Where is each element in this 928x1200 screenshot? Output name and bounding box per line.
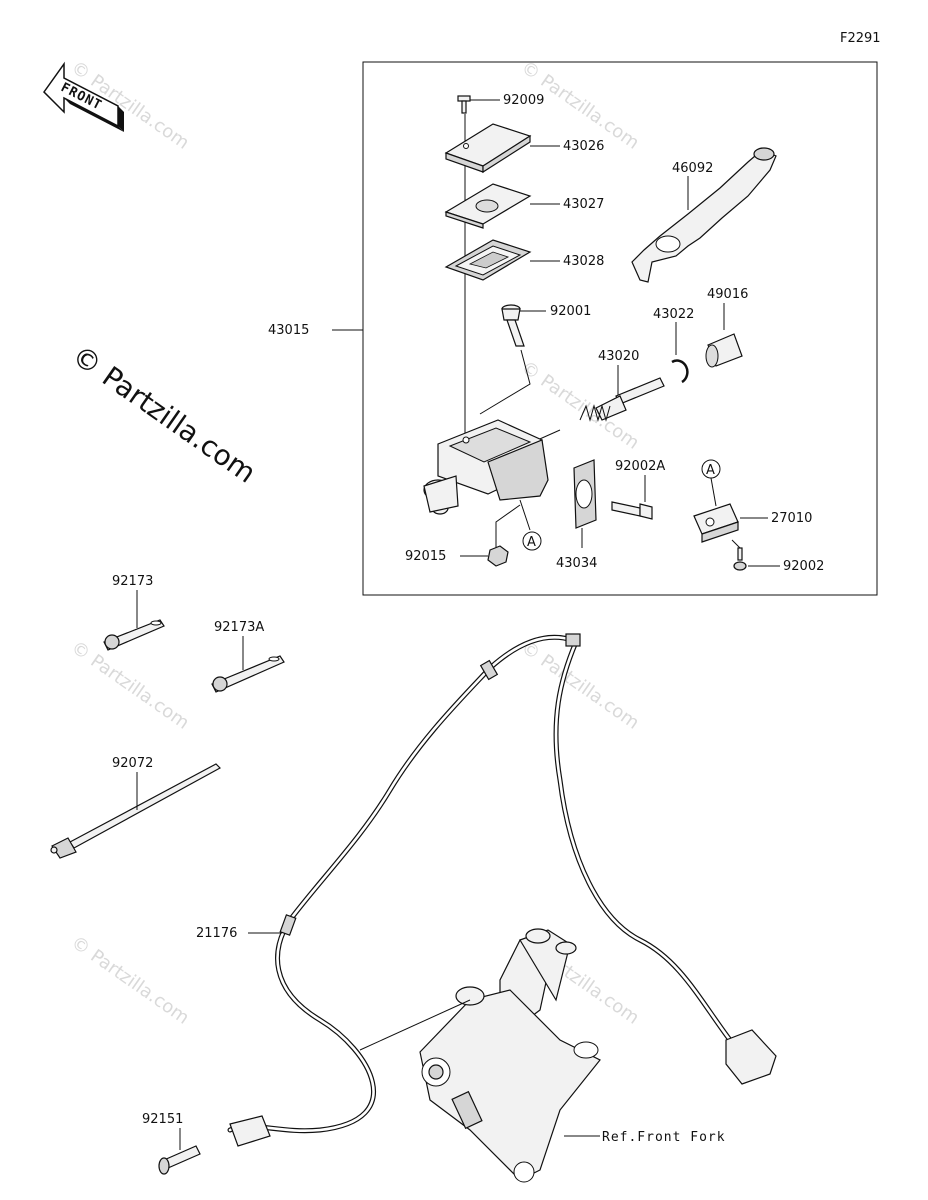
watermarks: © Partzilla.com © Partzilla.com © Partzi…	[66, 57, 643, 1029]
circlip-icon	[671, 359, 689, 384]
part-label-92002A[interactable]: 92002A	[615, 459, 665, 474]
ref-front-fork-label: Ref.Front Fork	[602, 1130, 726, 1145]
clamp-icon	[573, 459, 597, 529]
nut-icon	[487, 545, 509, 567]
part-label-92173[interactable]: 92173	[112, 574, 153, 589]
clutch-switch-icon	[693, 503, 739, 543]
banjo-bolt-icon	[158, 1145, 201, 1175]
part-label-43015[interactable]: 43015	[268, 323, 309, 338]
clutch-hose-icon	[227, 633, 777, 1147]
part-label-92001[interactable]: 92001	[550, 304, 591, 319]
cable-tie-icon	[50, 763, 221, 859]
switch-screw-icon	[733, 547, 747, 571]
part-label-92072[interactable]: 92072	[112, 756, 153, 771]
watermark-text: © Partzilla.com	[67, 932, 193, 1029]
part-label-92002[interactable]: 92002	[783, 559, 824, 574]
part-label-49016[interactable]: 49016	[707, 287, 748, 302]
front-fork-icon	[419, 928, 601, 1183]
part-label-92151[interactable]: 92151	[142, 1112, 183, 1127]
clamp-bolt-icon	[611, 501, 653, 520]
diaphragm-icon	[444, 239, 532, 281]
figure-code: F2291	[840, 31, 881, 46]
cap-plate-icon	[444, 183, 532, 229]
part-label-92009[interactable]: 92009	[503, 93, 544, 108]
part-label-43027[interactable]: 43027	[563, 197, 604, 212]
part-label-92015[interactable]: 92015	[405, 549, 446, 564]
clutch-lever-icon	[631, 147, 777, 283]
part-label-43034[interactable]: 43034	[556, 556, 597, 571]
piston-spring-icon	[523, 377, 665, 447]
assembly-box	[362, 61, 878, 596]
part-label-27010[interactable]: 27010	[771, 511, 812, 526]
reservoir-cap-icon	[444, 123, 532, 174]
watermark-main: © Partzilla.com	[66, 339, 262, 490]
master-cylinder-body-icon	[423, 419, 549, 515]
hose-clamp-plate-icon	[103, 619, 165, 651]
callout-a-cylinder: A	[527, 535, 536, 550]
part-label-21176[interactable]: 21176	[196, 926, 237, 941]
callout-a-switch: A	[706, 463, 715, 478]
bushing-icon	[705, 333, 743, 368]
pivot-bolt-icon	[501, 304, 525, 347]
part-label-92173A[interactable]: 92173A	[214, 620, 264, 635]
part-label-43022[interactable]: 43022	[653, 307, 694, 322]
screw-92009-icon	[457, 95, 471, 114]
watermark-text: © Partzilla.com	[517, 637, 643, 734]
part-label-43026[interactable]: 43026	[563, 139, 604, 154]
part-label-43028[interactable]: 43028	[563, 254, 604, 269]
watermark-text: © Partzilla.com	[67, 637, 193, 734]
hose-clamp-plate-a-icon	[211, 655, 285, 693]
part-label-43020[interactable]: 43020	[598, 349, 639, 364]
part-label-46092[interactable]: 46092	[672, 161, 713, 176]
